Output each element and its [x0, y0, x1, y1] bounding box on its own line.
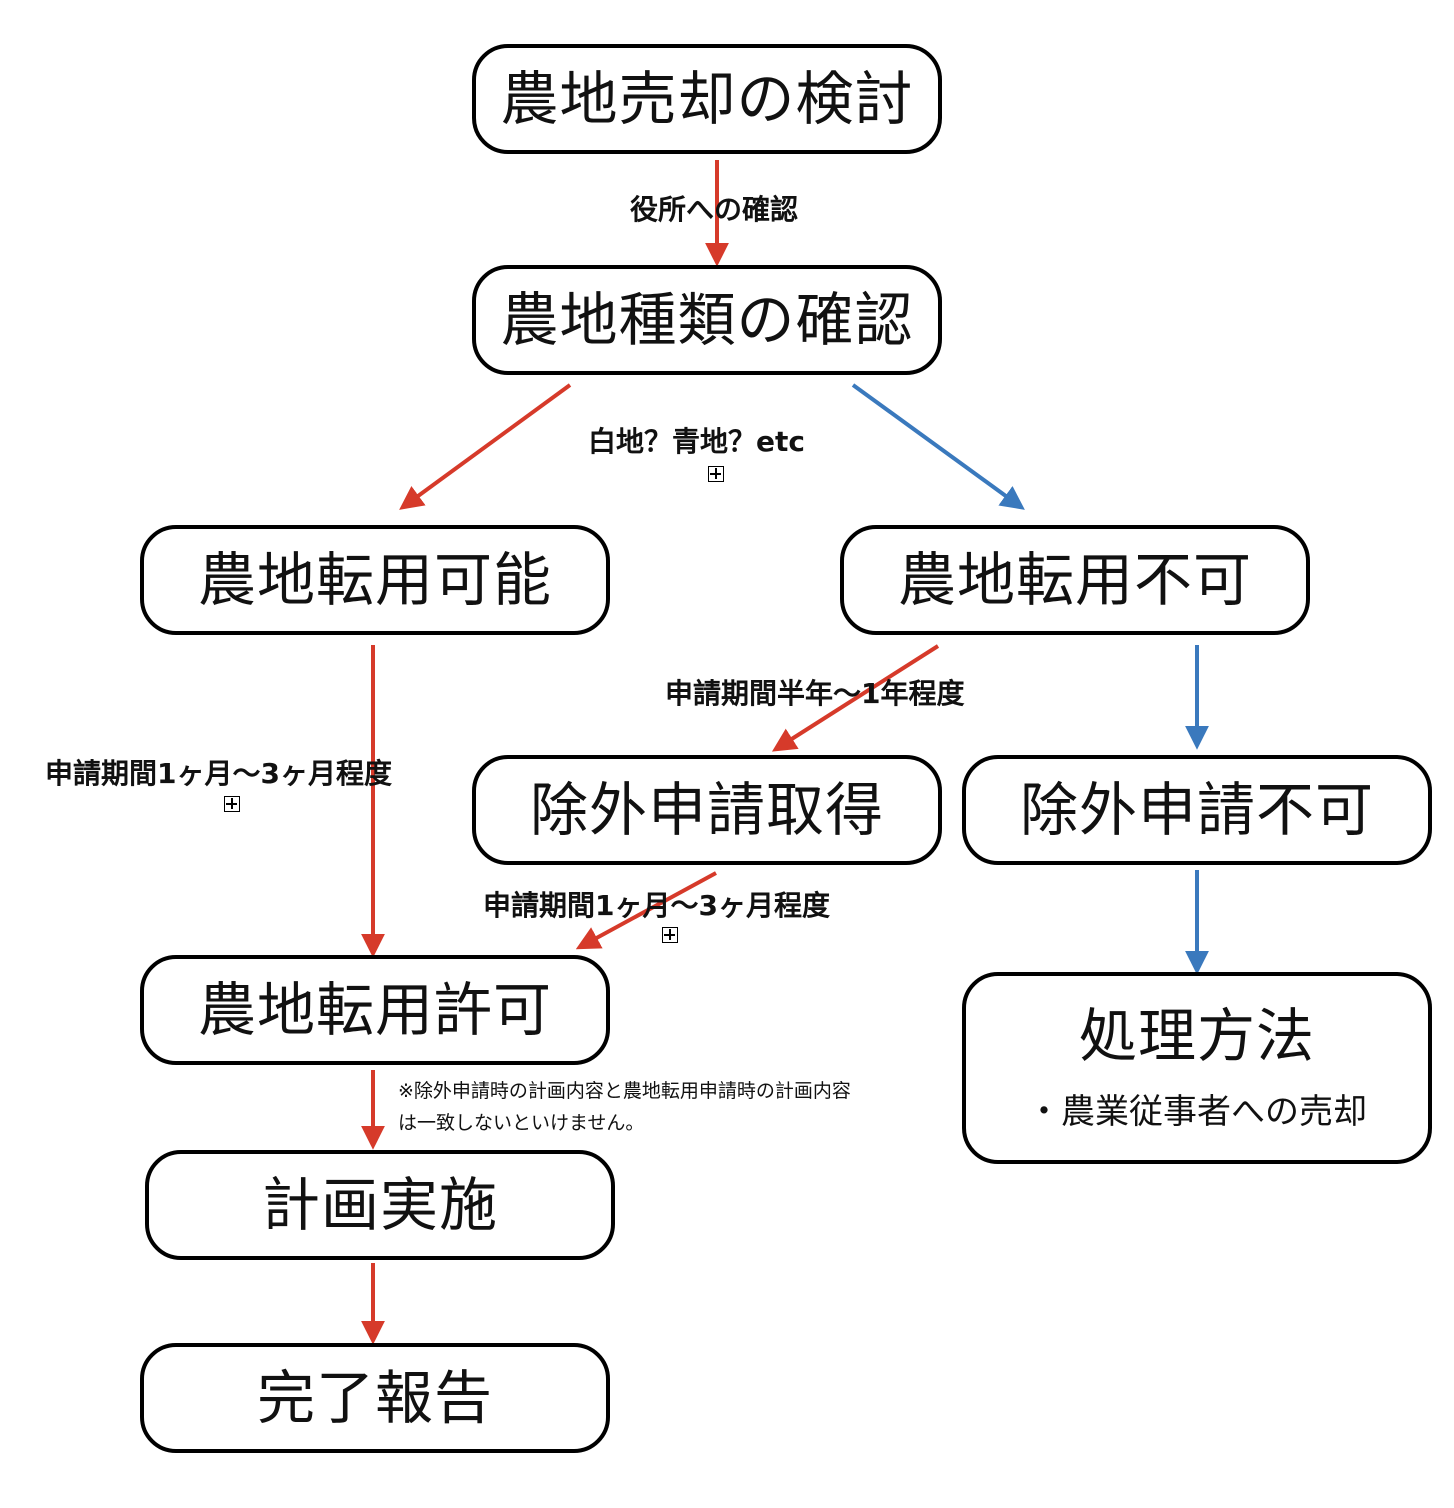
- expand-icon[interactable]: [708, 466, 724, 482]
- arrow-exclusion-to-permit: [575, 871, 717, 950]
- label-period-middle: 申請期間1ヶ月〜3ヶ月程度: [483, 889, 830, 922]
- node-completion-report: 完了報告: [140, 1343, 610, 1453]
- node-disposal-method-sub: ・農業従事者への売却: [1027, 1091, 1367, 1132]
- node-plan-execution-label: 計画実施: [261, 1170, 498, 1239]
- label-period-half-to-one-year: 申請期間半年〜1年程度: [665, 677, 965, 710]
- node-exclusion-obtained: 除外申請取得: [472, 755, 942, 865]
- node-exclusion-impossible: 除外申請不可: [962, 755, 1432, 865]
- node-exclusion-obtained-label: 除外申請取得: [529, 775, 884, 844]
- node-conversion-possible: 農地転用可能: [140, 525, 610, 635]
- arrow-type-to-possible: [399, 383, 572, 510]
- node-completion-report-label: 完了報告: [256, 1363, 493, 1432]
- node-sale-review-label: 農地売却の検討: [500, 64, 914, 133]
- note-line-2: は一致しないといけません。: [398, 1112, 645, 1134]
- expand-icon[interactable]: [662, 927, 678, 943]
- note-plan-consistency: ※除外申請時の計画内容と農地転用申請時の計画内容 は一致しないといけません。: [398, 1075, 851, 1139]
- node-type-check-label: 農地種類の確認: [500, 285, 914, 354]
- node-sale-review: 農地売却の検討: [472, 44, 942, 154]
- node-conversion-permit-label: 農地転用許可: [197, 975, 552, 1044]
- note-line-1: ※除外申請時の計画内容と農地転用申請時の計画内容: [398, 1080, 851, 1102]
- arrow-type-to-impossible: [851, 383, 1025, 510]
- node-conversion-permit: 農地転用許可: [140, 955, 610, 1065]
- node-disposal-method: 処理方法 ・農業従事者への売却: [962, 972, 1432, 1164]
- node-disposal-method-label: 処理方法: [1078, 1002, 1315, 1071]
- node-type-check: 農地種類の確認: [472, 265, 942, 375]
- expand-icon[interactable]: [224, 796, 240, 812]
- node-conversion-impossible: 農地転用不可: [840, 525, 1310, 635]
- arrow-impossible-to-exclusion: [771, 644, 940, 752]
- node-conversion-possible-label: 農地転用可能: [197, 545, 552, 614]
- label-office-check: 役所への確認: [630, 193, 799, 226]
- label-period-left: 申請期間1ヶ月〜3ヶ月程度: [45, 757, 392, 790]
- label-land-types: 白地？青地？etc: [588, 425, 805, 458]
- node-conversion-impossible-label: 農地転用不可: [897, 545, 1252, 614]
- node-exclusion-impossible-label: 除外申請不可: [1019, 775, 1374, 844]
- node-plan-execution: 計画実施: [145, 1150, 615, 1260]
